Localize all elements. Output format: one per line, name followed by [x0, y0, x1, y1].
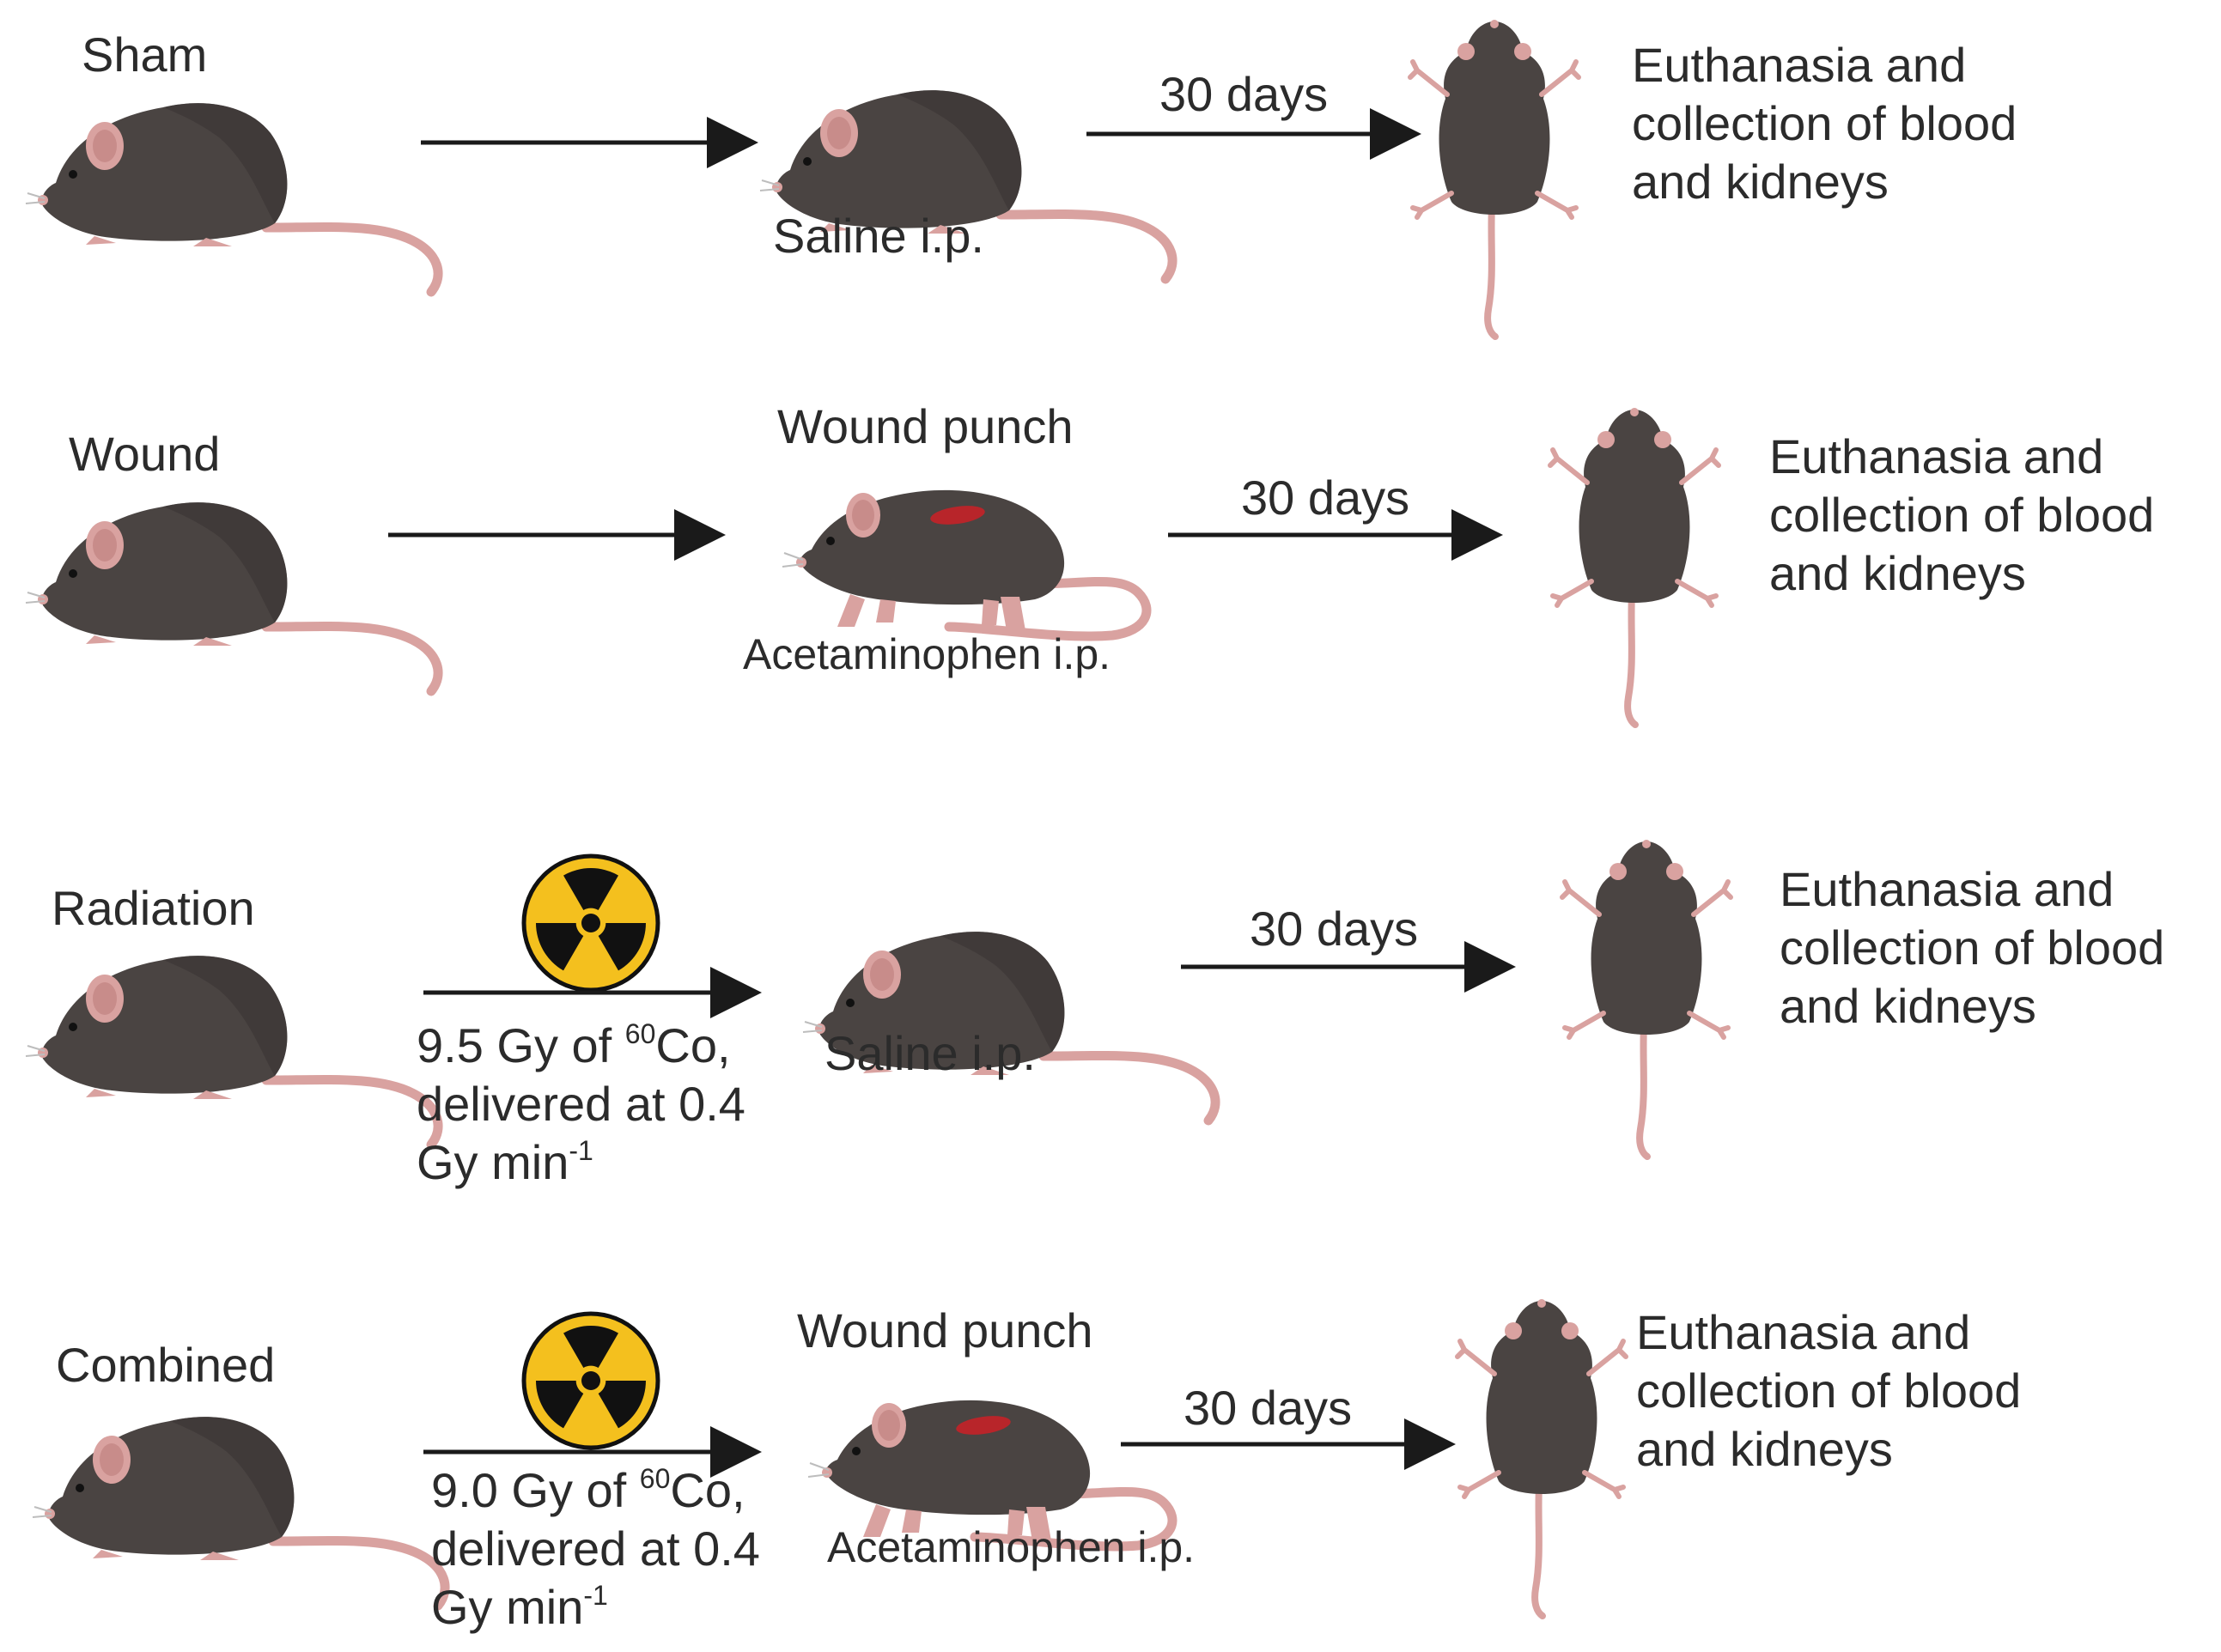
outcome-label-wound: Euthanasia and collection of blood and k…: [1769, 429, 2155, 600]
radiation-mouse-euthanized: [1562, 840, 1731, 1157]
interval-label-sham: 30 days: [1159, 67, 1329, 121]
radiation-mouse-start: [26, 956, 438, 1145]
treatment-label-combined: Acetaminophen i.p.: [827, 1523, 1196, 1571]
procedure-label-combined: Wound punch: [797, 1303, 1093, 1357]
combined-mouse-euthanized: [1457, 1299, 1626, 1616]
procedure-label-wound: Wound punch: [777, 399, 1074, 453]
outcome-label-radiation: Euthanasia and collection of blood and k…: [1780, 862, 2165, 1033]
combined-mouse-start: [33, 1417, 445, 1606]
treatment-label-sham: Saline i.p.: [773, 209, 984, 263]
interval-label-radiation: 30 days: [1250, 902, 1419, 956]
group-label-sham: Sham: [82, 27, 208, 82]
dose-label-radiation: 9.5 Gy of 60Co, delivered at 0.4 Gy min-…: [417, 1018, 745, 1189]
sham-mouse-start: [26, 103, 438, 292]
outcome-label-combined: Euthanasia and collection of blood and k…: [1636, 1305, 2022, 1476]
wound-mouse-euthanized: [1550, 408, 1719, 725]
outcome-label-sham: Euthanasia and collection of blood and k…: [1632, 38, 2017, 209]
dose-label-combined: 9.0 Gy of 60Co, delivered at 0.4 Gy min-…: [431, 1463, 760, 1634]
group-label-radiation: Radiation: [52, 881, 255, 935]
treatment-label-wound: Acetaminophen i.p.: [743, 630, 1111, 678]
group-label-combined: Combined: [56, 1338, 276, 1392]
radiation-hazard-icon: [524, 1309, 660, 1448]
wound-mouse-wounded: [782, 490, 1147, 636]
interval-label-combined: 30 days: [1184, 1381, 1353, 1435]
group-label-wound: Wound: [69, 427, 221, 481]
sham-mouse-euthanized: [1410, 20, 1579, 337]
treatment-label-radiation: Saline i.p.: [825, 1026, 1036, 1080]
interval-label-wound: 30 days: [1241, 471, 1410, 525]
radiation-hazard-icon: [524, 852, 660, 990]
wound-mouse-start: [26, 502, 438, 691]
